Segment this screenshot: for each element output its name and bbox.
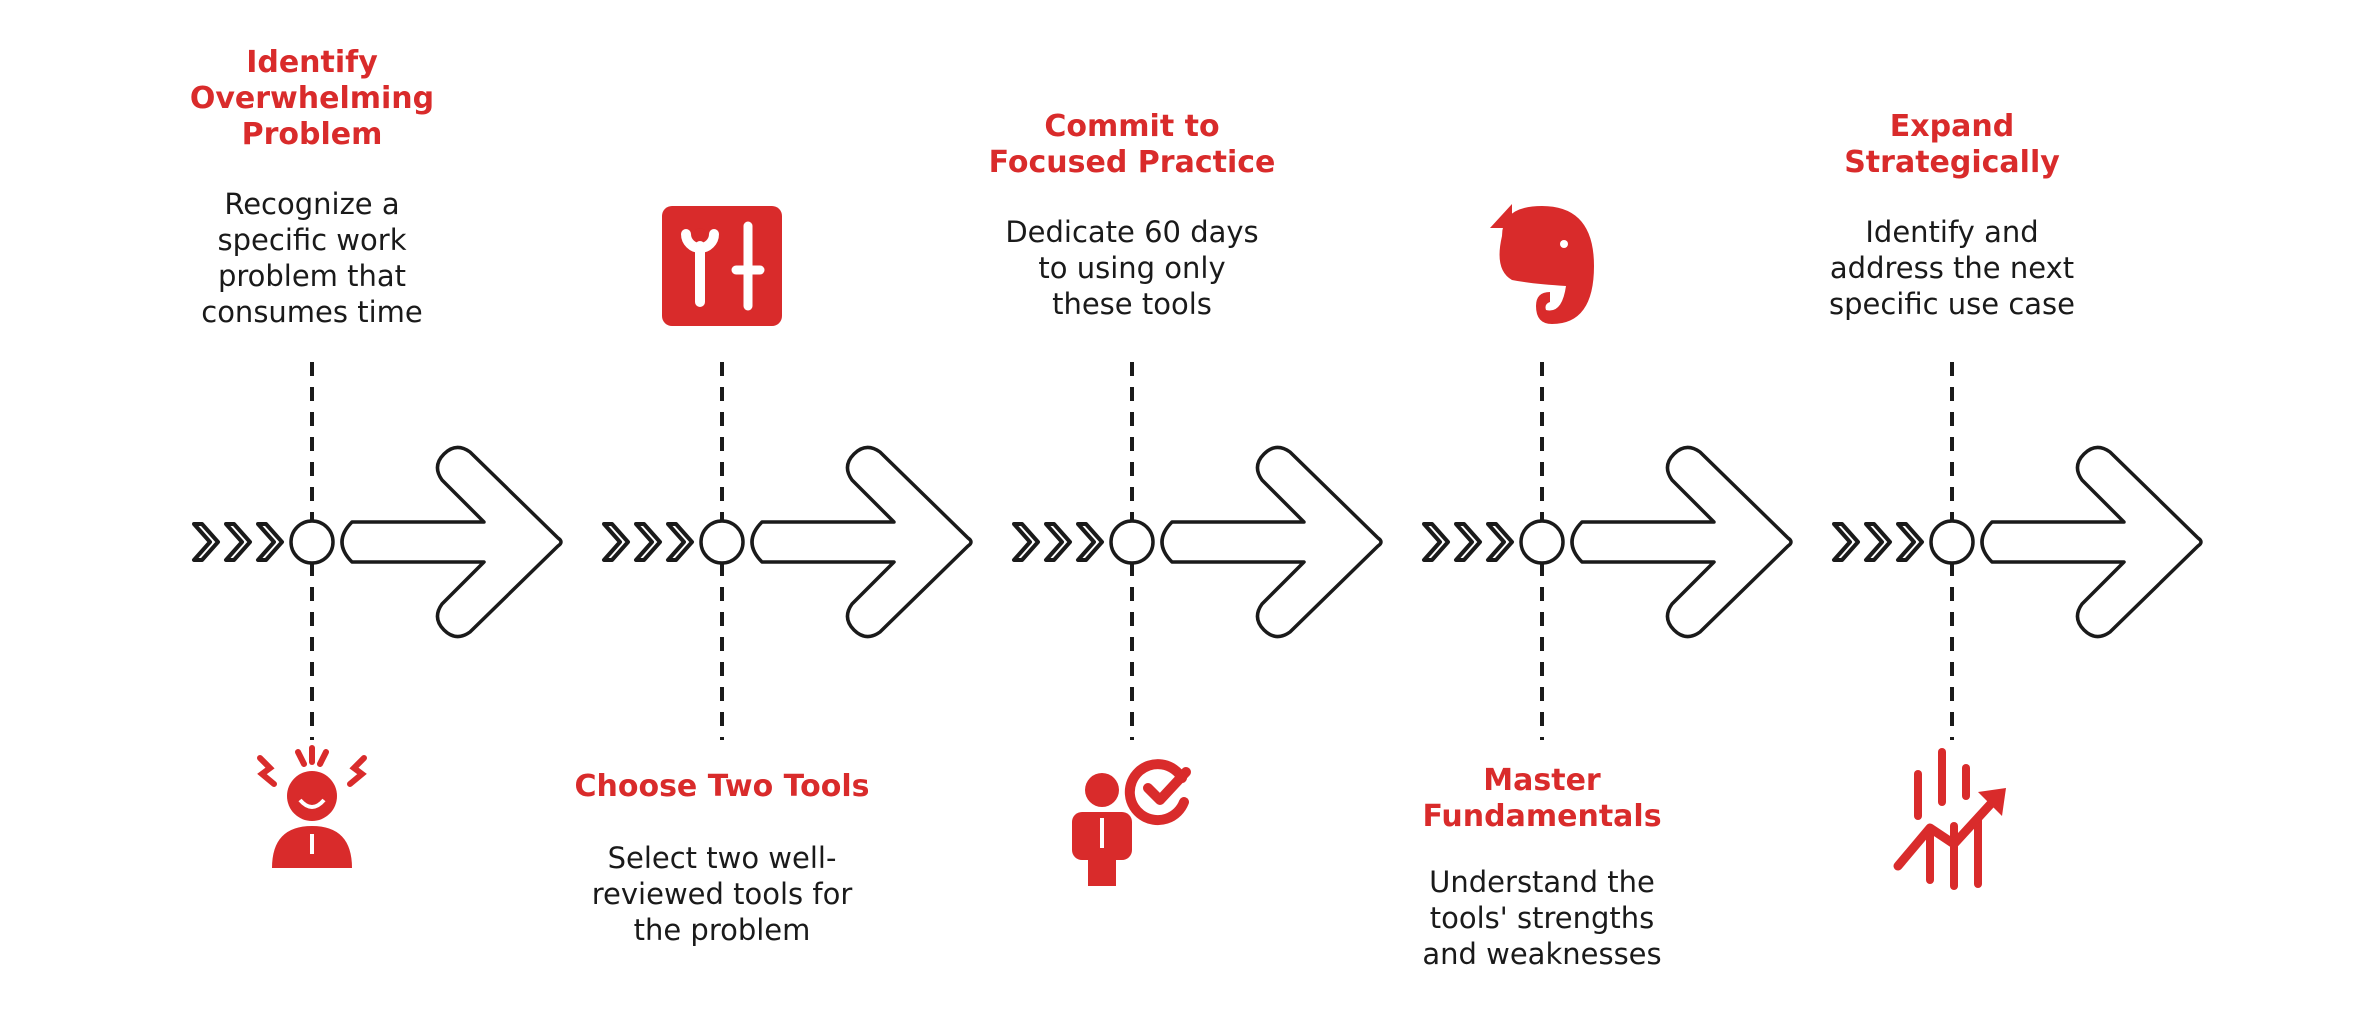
step-description: reviewed tools for <box>592 877 853 911</box>
chevron-icon <box>256 522 284 562</box>
chevron-icon <box>192 522 220 562</box>
chevron-icon <box>1076 522 1104 562</box>
step-description: tools' strengths <box>1430 901 1654 935</box>
step-title: Master <box>1483 763 1601 798</box>
chevron-icon <box>224 522 252 562</box>
chevron-icon <box>666 522 694 562</box>
step-title: Problem <box>242 117 383 152</box>
frustrated-person-icon <box>257 745 367 868</box>
timeline-node <box>289 519 335 565</box>
growth-chart-icon <box>1893 748 2006 890</box>
step-description: Recognize a <box>224 187 399 221</box>
chevron-icon <box>1864 522 1892 562</box>
person-checkmark-icon <box>1072 759 1191 886</box>
elephant-notes-icon <box>1490 204 1594 324</box>
big-arrow <box>750 445 973 639</box>
step-description: Identify and <box>1865 215 2038 249</box>
big-arrow <box>1160 445 1383 639</box>
chevron-icon <box>1832 522 1860 562</box>
step-title: Overwhelming <box>190 81 434 116</box>
chevron-icon <box>1422 522 1450 562</box>
chevron-icon <box>602 522 630 562</box>
step-description: consumes time <box>201 295 423 329</box>
chevron-icon <box>1896 522 1924 562</box>
big-arrow <box>1570 445 1793 639</box>
step-description: the problem <box>634 913 811 947</box>
timeline-node <box>1929 519 1975 565</box>
timeline-node <box>1519 519 1565 565</box>
step-title: Focused Practice <box>989 145 1276 180</box>
step-description: to using only <box>1038 251 1225 285</box>
chevron-icon <box>1454 522 1482 562</box>
step-description: problem that <box>218 259 406 293</box>
big-arrow <box>1980 445 2203 639</box>
chevron-icon <box>634 522 662 562</box>
step-title: Choose Two Tools <box>574 769 869 804</box>
big-arrow <box>340 445 563 639</box>
chevron-icon <box>1012 522 1040 562</box>
chevron-icon <box>1044 522 1072 562</box>
chevron-icon <box>1486 522 1514 562</box>
tools-icon <box>662 206 782 326</box>
step-title: Identify <box>246 45 378 80</box>
timeline-node <box>1109 519 1155 565</box>
step-title: Fundamentals <box>1422 799 1661 834</box>
step-description: Dedicate 60 days <box>1005 215 1258 249</box>
step-title: Expand <box>1890 109 2014 144</box>
step-title: Commit to <box>1044 109 1219 144</box>
step-description: Understand the <box>1429 865 1655 899</box>
step-title: Strategically <box>1844 145 2060 180</box>
step-description: specific use case <box>1829 287 2075 321</box>
step-description: Select two well- <box>608 841 837 875</box>
step-description: and weaknesses <box>1422 937 1661 971</box>
step-description: address the next <box>1830 251 2074 285</box>
timeline-node <box>699 519 745 565</box>
step-description: specific work <box>218 223 407 257</box>
step-description: these tools <box>1052 287 1212 321</box>
